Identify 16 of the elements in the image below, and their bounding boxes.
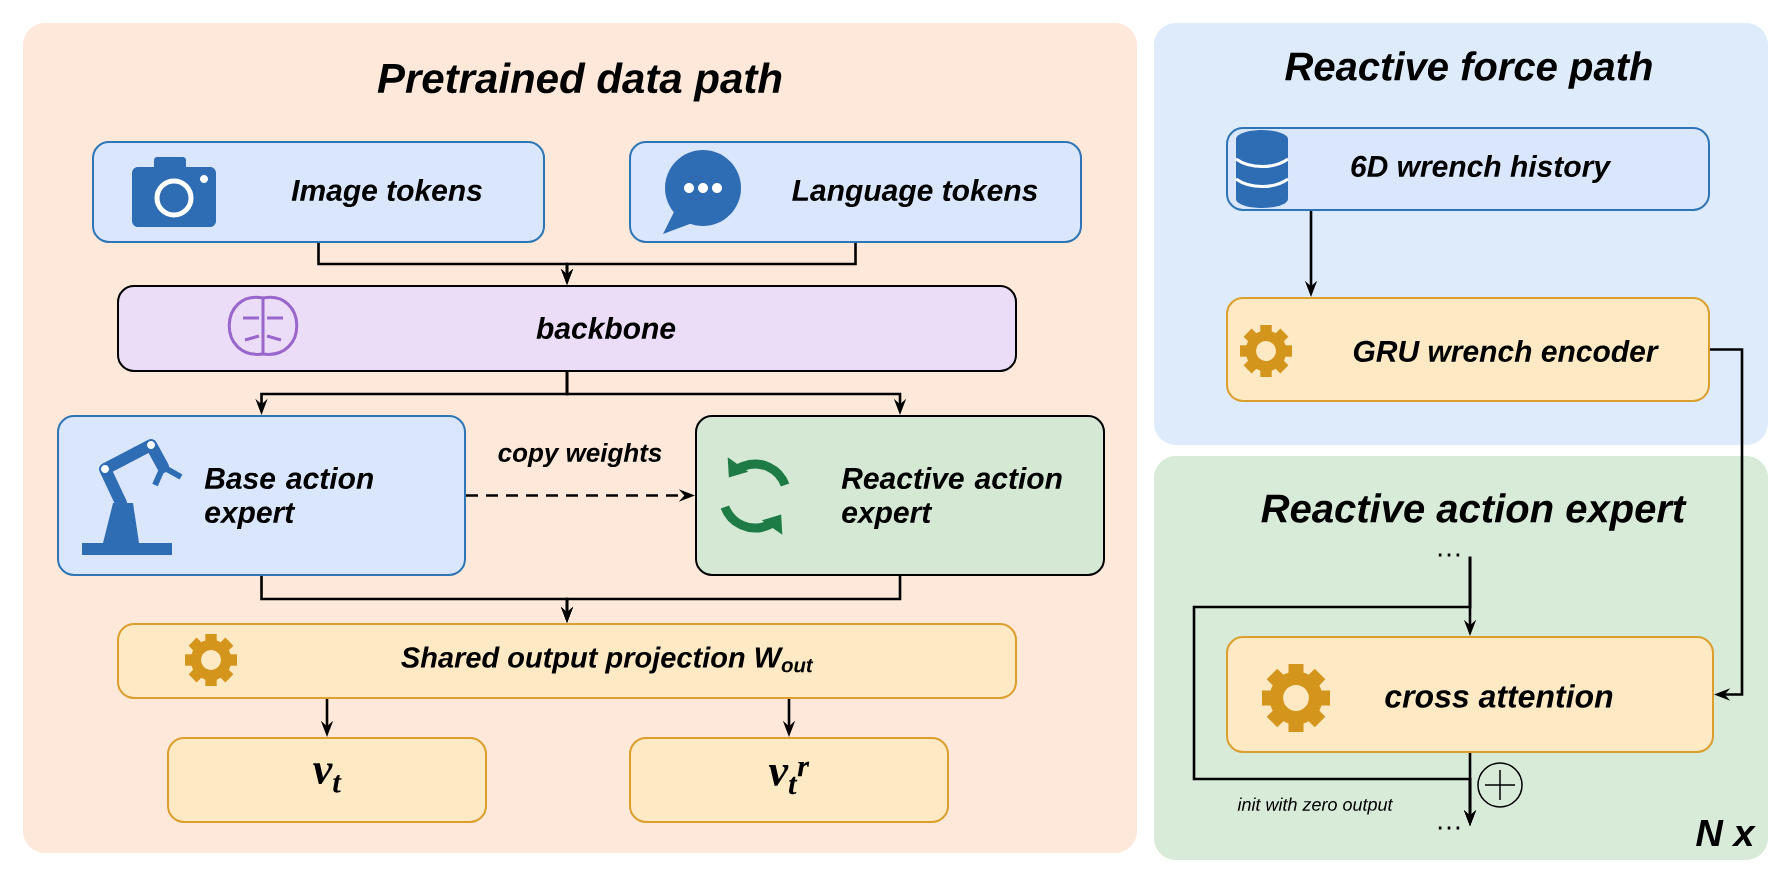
arrow [1710, 348, 1744, 701]
rounded-box: GRU wrench encoder [1226, 297, 1710, 402]
ellipsis: … [1438, 826, 1460, 830]
rounded-box: v$_{t}$$^{r}$ [629, 737, 949, 823]
rounded-box: backbone [117, 285, 1017, 372]
rounded-box: v$_{t}$ [167, 737, 487, 823]
rounded-box: Language tokens [629, 141, 1082, 243]
rounded-box: Base action expert [57, 415, 466, 576]
rounded-box: Reactive action expert [695, 415, 1105, 576]
rounded-box: Image tokens [92, 141, 545, 243]
rounded-box: Shared output projection W$_{out}$ [117, 623, 1017, 699]
ellipsis: … [1438, 553, 1460, 557]
edge-label: init with zero output [1235, 795, 1395, 817]
rounded-box: cross attention [1226, 636, 1714, 753]
rounded-box: 6D wrench history [1226, 127, 1710, 211]
edge-label: copy weights [495, 440, 665, 470]
